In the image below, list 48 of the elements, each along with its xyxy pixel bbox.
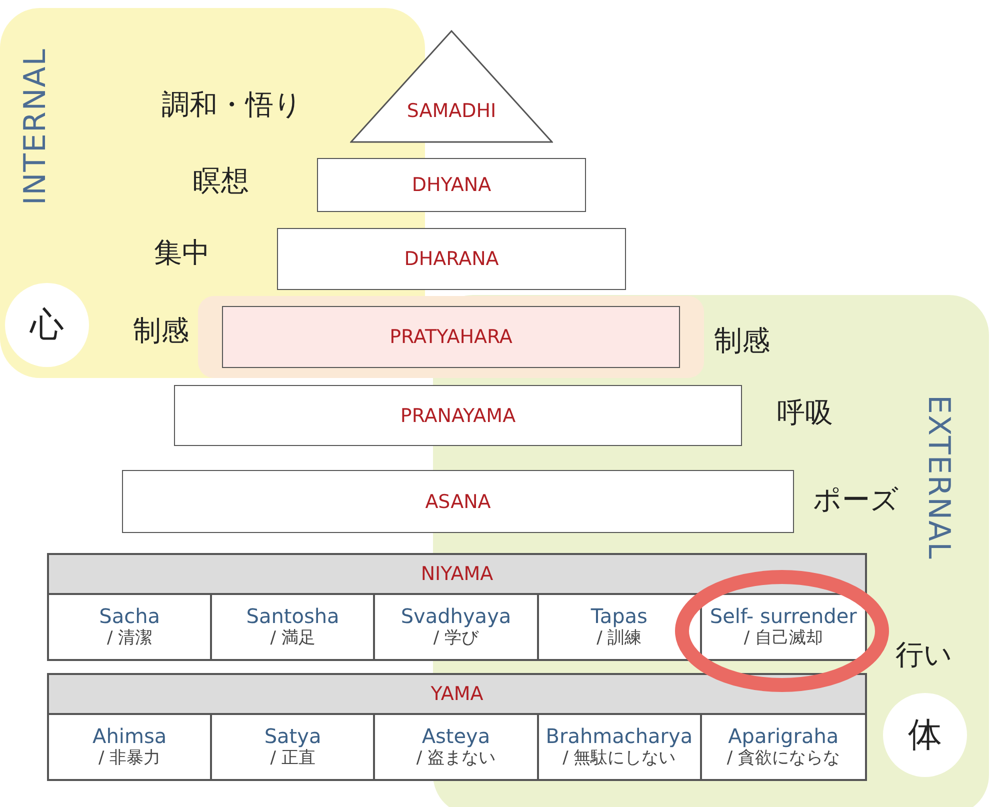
region-label: EXTERNAL (921, 395, 956, 560)
translation-text: / 自己滅却 (744, 627, 823, 649)
level-box (222, 306, 680, 368)
table-cell (538, 715, 702, 779)
level-label: 集中 (154, 235, 210, 271)
level-name: DHYANA (412, 174, 492, 196)
table-header: NIYAMA (49, 555, 865, 595)
term-text: Aparigraha (728, 725, 839, 747)
term-text: Sacha (99, 605, 160, 627)
term-text: Brahmacharya (546, 725, 693, 747)
level-label: 行い (896, 637, 952, 673)
translation-text: / 盗まない (416, 748, 496, 769)
term-text: Asteya (422, 725, 490, 747)
translation-text: / 非暴力 (98, 747, 161, 769)
translation-text: / 無駄にしない (562, 748, 676, 769)
translation-text: / 満足 (270, 627, 316, 649)
level-label: ポーズ (813, 482, 899, 518)
level-box (122, 470, 794, 533)
level-label: 制感 (133, 313, 189, 349)
translation-text: / 学び (433, 628, 479, 649)
level-label: 呼吸 (777, 395, 833, 431)
translation-text: / 清潔 (107, 627, 152, 649)
translation-text: / 貪欲にならな (726, 748, 840, 769)
level-label: 調和・悟り (162, 87, 302, 123)
pyramid-top (350, 30, 553, 143)
level-name: PRANAYAMA (400, 404, 516, 426)
table-panel (47, 553, 867, 661)
table-cell (538, 595, 702, 659)
term-text: Tapas (590, 605, 648, 627)
level-name: ASANA (425, 490, 491, 512)
term-text: Svadhyaya (400, 605, 512, 627)
translation-text: / 訓練 (596, 628, 642, 649)
level-box (317, 158, 586, 212)
level-name: DHARANA (404, 248, 499, 270)
level-name: PRATYAHARA (390, 326, 512, 348)
term-text: Ahimsa (92, 725, 167, 747)
level-box (277, 228, 626, 290)
translation-text: / 正直 (270, 748, 316, 769)
region-label: INTERNAL (18, 48, 53, 206)
level-label: 制感 (714, 323, 770, 359)
table-header: YAMA (49, 675, 865, 715)
term-text: Santosha (246, 605, 340, 627)
term-text: Self- surrender (710, 605, 857, 627)
level-name: SAMADHI (406, 100, 498, 122)
level-box (174, 385, 742, 446)
level-label: 瞑想 (193, 163, 249, 199)
table-panel (47, 673, 867, 781)
term-text: Satya (264, 725, 322, 747)
